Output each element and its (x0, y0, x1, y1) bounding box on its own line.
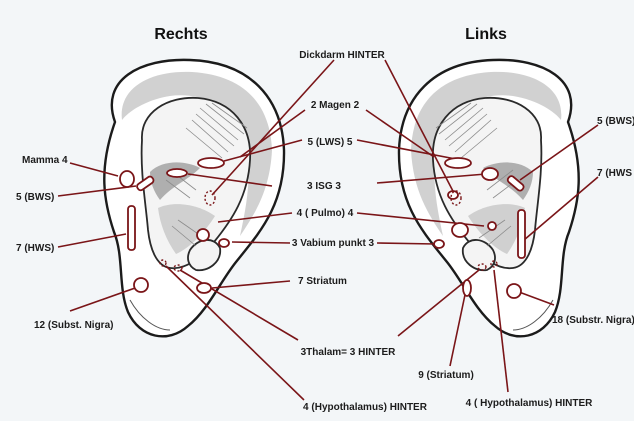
label-striatum-left: 9 (Striatum) (418, 370, 474, 381)
label-hws-left: 7 (HWS (597, 168, 632, 179)
label-mamma: Mamma 4 (22, 155, 68, 166)
label-vabium: 3 Vabium punkt 3 (292, 238, 375, 249)
title-right: Rechts (154, 26, 207, 43)
point-lws-left (445, 158, 471, 168)
ear-left (399, 60, 579, 336)
label-pulmo: 4 ( Pulmo) 4 (297, 208, 354, 219)
point-isg-right (167, 169, 187, 177)
label-hypothalamus-left: 4 ( Hypothalamus) HINTER (466, 398, 593, 409)
label-subst-nigra-right: 12 (Subst. Nigra) (34, 320, 113, 331)
point-striatum-right (197, 283, 211, 293)
label-bws-left: 5 (BWS) (597, 116, 634, 127)
label-hypothalamus-right: 4 (Hypothalamus) HINTER (303, 402, 428, 413)
label-magen: 2 Magen 2 (311, 100, 360, 111)
label-dickdarm: Dickdarm HINTER (299, 50, 385, 61)
label-subst-nigra-left: 18 (Substr. Nigra) (552, 315, 634, 326)
ear-right (104, 60, 284, 336)
point-lws-right (198, 158, 224, 168)
point-subst-nigra-left (507, 284, 521, 298)
label-hws-right: 7 (HWS) (16, 243, 54, 254)
point-striatum-left (463, 280, 471, 296)
title-left: Links (465, 26, 507, 43)
point-pulmo-left (452, 223, 468, 237)
label-thalam: 3Thalam= 3 HINTER (301, 347, 397, 358)
point-isg-left (482, 168, 498, 180)
point-hws-right (128, 206, 135, 250)
point-subst-nigra-right (134, 278, 148, 292)
label-isg: 3 ISG 3 (307, 181, 341, 192)
label-bws-right: 5 (BWS) (16, 192, 54, 203)
label-lws: 5 (LWS) 5 (307, 137, 352, 148)
label-striatum-right: 7 Striatum (298, 276, 347, 287)
point-mamma (120, 171, 134, 187)
point-pulmo-right (197, 229, 209, 241)
point-vabium-left (434, 240, 444, 248)
point-magen2-left (488, 222, 496, 230)
point-vabium-right (219, 239, 229, 247)
point-hws-left (518, 210, 525, 258)
